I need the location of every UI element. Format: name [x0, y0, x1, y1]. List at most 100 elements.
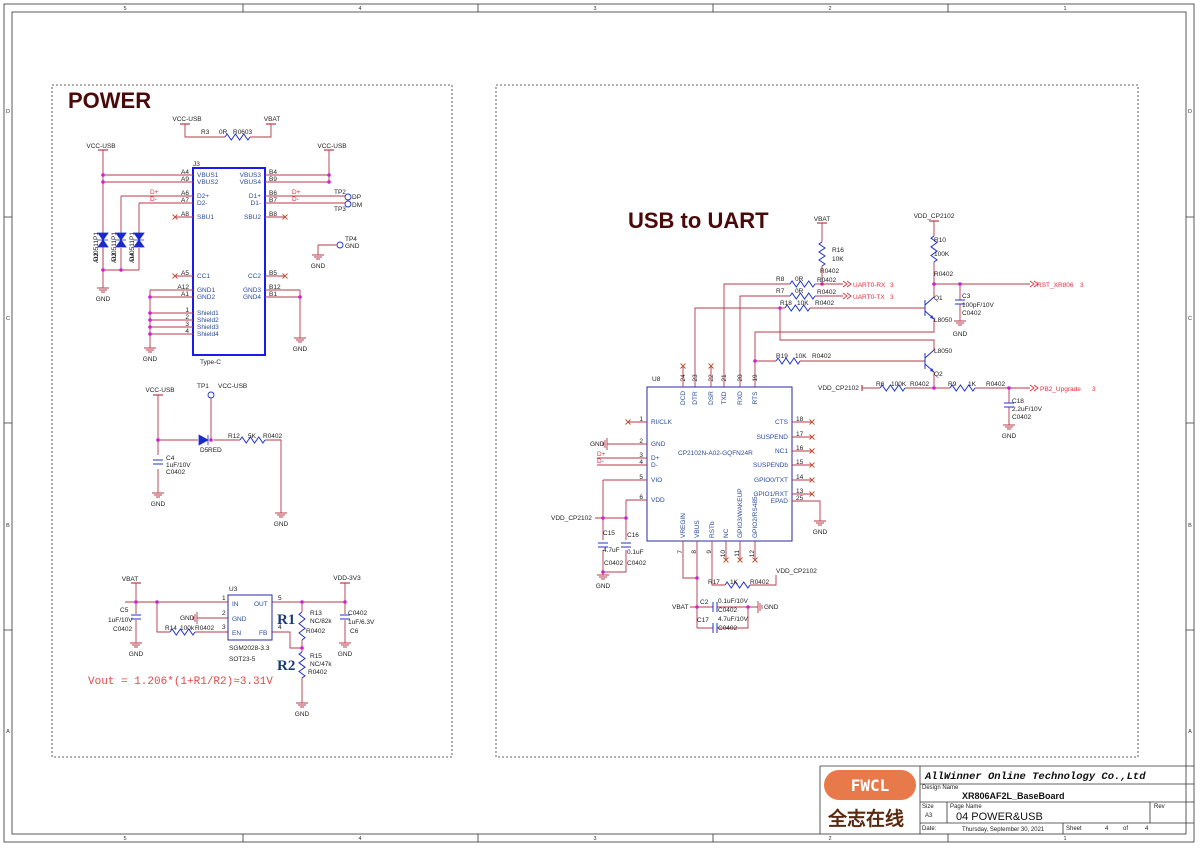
pin-name: GND3 — [243, 287, 261, 294]
label-power-ldo-gnd_port: GND — [180, 615, 195, 622]
label-power-j3-tp4: TP4 — [345, 236, 357, 243]
npn-transistor-icon — [924, 349, 935, 373]
label-uart-r19: R19 — [776, 353, 788, 360]
tvs-diode-icon — [115, 232, 127, 248]
frame-row-label: A — [6, 729, 10, 735]
wire — [157, 395, 282, 510]
no-connect-icon — [282, 273, 288, 279]
usb-uart-section-box — [495, 84, 1139, 758]
label-power-led-color: RED — [208, 447, 222, 454]
label-labels-vcc_usb: VCC-USB — [86, 143, 115, 150]
junction-dot — [327, 173, 331, 177]
frame-row-label: B — [6, 523, 10, 529]
pin-name: GND4 — [243, 294, 261, 301]
label-power-ldo-c5_value: 1uF/10V — [108, 617, 133, 624]
label-power-r3-ref: R3 — [201, 129, 210, 136]
pin-number: A1 — [181, 291, 189, 298]
capacitor-icon — [1004, 402, 1014, 408]
junction-dot — [300, 646, 304, 650]
label-labels-r0402: R0402 — [934, 271, 954, 278]
no-connect-icon — [172, 214, 178, 220]
tvs-ref: D2 — [93, 252, 100, 261]
ground-icon — [755, 601, 763, 613]
pin-name: GND2 — [197, 294, 215, 301]
junction-dot — [746, 605, 750, 609]
ground-icon — [597, 572, 609, 580]
label-power-ldo-pins-in: IN — [232, 601, 239, 608]
ground-label: GND — [129, 651, 144, 658]
label-labels-gnd: GND — [590, 441, 605, 448]
label-title_block-of_label: of — [1123, 826, 1128, 832]
power-section-title: POWER — [68, 88, 151, 113]
pin-number: 1 — [185, 307, 189, 314]
label-title_block-sheet: 4 — [1105, 826, 1109, 832]
junction-dot — [148, 332, 152, 336]
tvs-part: AU0511P1 — [93, 232, 100, 263]
wire — [682, 541, 777, 629]
label-power-j3-tp3_net: DM — [352, 202, 362, 209]
label-title_block-sheet_label: Sheet — [1066, 826, 1082, 832]
label-uart-r9_value: 1K — [968, 381, 977, 388]
label-labels-dm: D- — [597, 458, 604, 465]
ground-label: GND — [143, 356, 158, 363]
resistor-icon — [784, 304, 811, 312]
junction-dot — [695, 576, 699, 580]
ground-icon — [296, 700, 308, 708]
power-section-box — [51, 84, 453, 758]
label-power-ldo-pins-p4: 4 — [278, 624, 282, 631]
frame-col-label: 2 — [828, 836, 831, 842]
pin-number: 16 — [796, 445, 804, 452]
regulator-u3-body — [227, 594, 273, 641]
label-labels-c0402: C0402 — [718, 607, 738, 614]
pin-name: GPIO0/TXT — [754, 477, 788, 484]
ground-label: GND — [1002, 433, 1017, 440]
label-labels-gnd: GND — [764, 604, 779, 611]
wire — [265, 195, 345, 204]
frame-col-label: 4 — [358, 836, 361, 842]
frame-col-label: 3 — [593, 6, 596, 12]
ground-icon — [275, 510, 287, 518]
label-labels-c0402: C0402 — [718, 625, 738, 632]
wire — [723, 283, 843, 387]
label-uart-r17_value: 1K — [730, 579, 739, 586]
pin-number: 9 — [706, 550, 713, 554]
label-uart-c3: C3 — [962, 293, 971, 300]
ground-icon — [97, 285, 109, 293]
label-uart-c17_value: 4.7uF/10V — [718, 616, 749, 623]
pin-number: 4 — [639, 459, 643, 466]
pin-number: 2 — [639, 438, 643, 445]
label-power-ldo-pins-out: OUT — [254, 601, 268, 608]
pin-number: 1 — [639, 416, 643, 423]
label-power-led-r12_value: 5K — [248, 433, 257, 440]
no-connect-icon — [809, 448, 815, 454]
pin-number: B9 — [269, 176, 277, 183]
capacitor-icon — [131, 614, 141, 620]
pin-name: VBUS — [694, 520, 701, 538]
pin-name: Shield4 — [197, 331, 219, 338]
label-labels-r0402: R0402 — [195, 625, 215, 632]
label-uart-c16: C16 — [627, 532, 639, 539]
ground-icon — [602, 438, 610, 450]
pin-number: 5 — [639, 474, 643, 481]
pin-number: B12 — [269, 284, 281, 291]
resistor-icon — [930, 235, 938, 263]
pin-number: A9 — [181, 176, 189, 183]
net-port-icon — [1029, 280, 1039, 288]
tvs-part: AU0511P1 — [111, 232, 118, 263]
capacitor-icon — [712, 602, 718, 612]
label-labels-vdd_cp: VDD_CP2102 — [776, 568, 817, 575]
label-uart-r9: R9 — [948, 381, 957, 388]
label-uart-c15_value: 4.7uF — [603, 547, 620, 554]
ground-icon — [152, 490, 164, 498]
resistor-icon — [818, 241, 826, 267]
ground-icon — [130, 640, 142, 648]
label-labels-c0402: C0402 — [348, 610, 368, 617]
label-labels-dp: D+ — [597, 451, 606, 458]
led-icon — [198, 434, 209, 446]
ground-label: GND — [311, 263, 326, 270]
no-connect-icon — [809, 477, 815, 483]
pin-name: CTS — [775, 419, 789, 426]
junction-dot — [101, 268, 105, 272]
pin-name: D1+ — [249, 193, 261, 200]
pin-name: D1- — [251, 200, 261, 207]
